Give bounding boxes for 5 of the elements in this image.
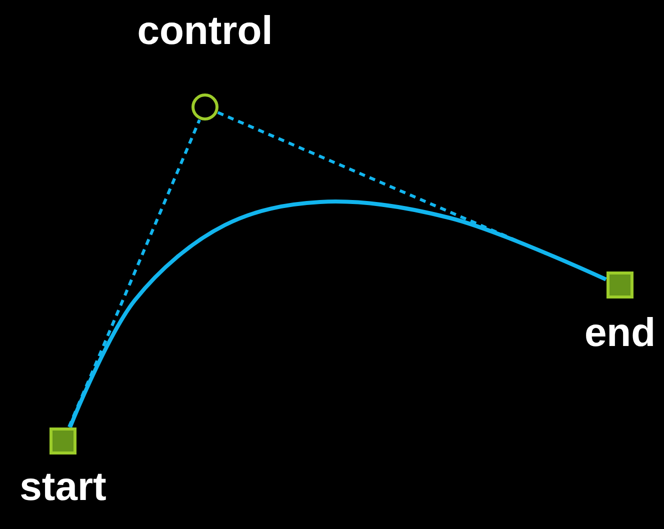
point-label: start — [20, 467, 106, 507]
dashed-line — [68, 119, 201, 428]
point-label: control — [137, 11, 273, 51]
curve — [68, 200, 607, 428]
point-label: end — [584, 313, 656, 353]
